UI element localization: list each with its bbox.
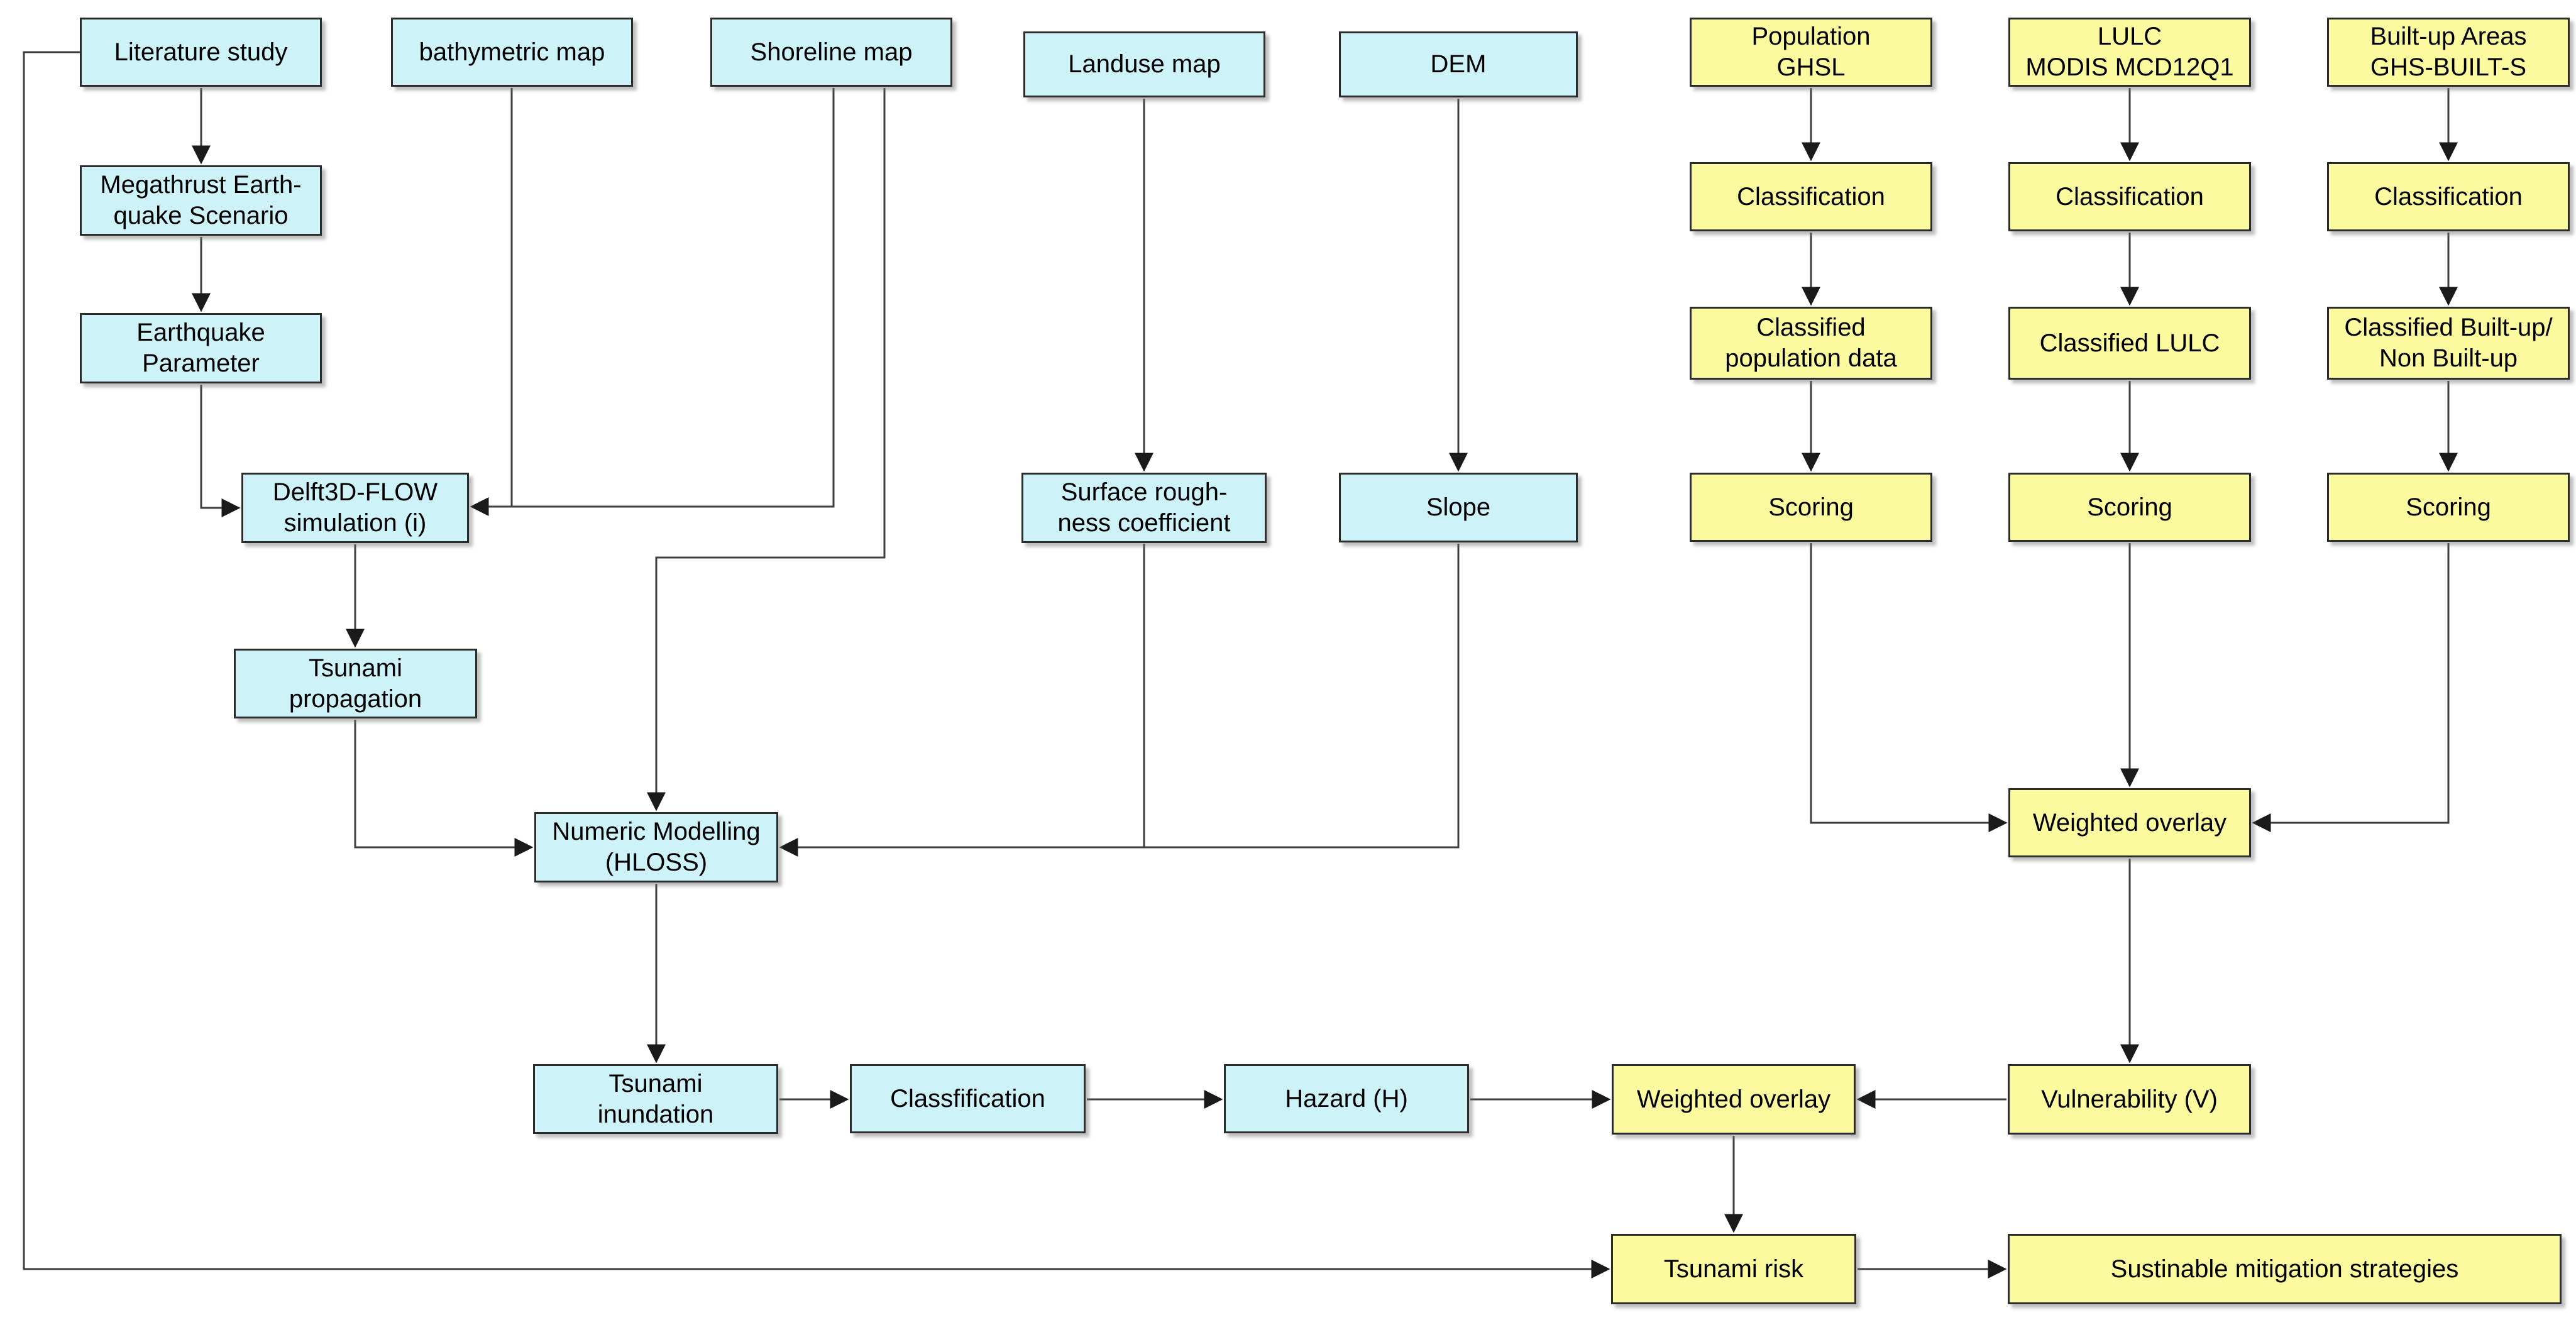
node-delft3d-flow: Delft3D-FLOW simulation (i) — [241, 473, 469, 543]
node-numeric-modelling: Numeric Modelling (HLOSS) — [534, 812, 778, 882]
node-earthquake-parameter: Earthquake Parameter — [80, 313, 322, 383]
node-scoring-builtup: Scoring — [2327, 473, 2570, 542]
node-surface-roughness: Surface rough- ness coefficient — [1021, 473, 1267, 543]
edge-shoreline-to-numeric-modelling — [647, 88, 886, 811]
node-literature-study: Literature study — [80, 18, 322, 87]
node-tsunami-inundation: Tsunami inundation — [533, 1064, 778, 1134]
node-classfification: Classfification — [850, 1064, 1086, 1133]
edge-scoring-pop-to-weighted-overlay — [1810, 543, 2008, 832]
node-classified-lulc: Classified LULC — [2008, 307, 2251, 380]
node-tsunami-risk: Tsunami risk — [1611, 1234, 1856, 1304]
node-lulc-modis: LULC MODIS MCD12Q1 — [2008, 18, 2251, 87]
node-dem: DEM — [1339, 31, 1578, 97]
node-weighted-overlay-lower: Weighted overlay — [1612, 1064, 1856, 1135]
edge-shoreline-to-delft3d — [470, 88, 835, 516]
node-vulnerability: Vulnerability (V) — [2008, 1064, 2251, 1135]
node-tsunami-propagation: Tsunami propagation — [234, 649, 477, 718]
edge-slope-to-numeric-modelling — [779, 544, 1460, 857]
node-population-ghsl: Population GHSL — [1690, 18, 1932, 87]
node-builtup-areas: Built-up Areas GHS-BUILT-S — [2327, 18, 2570, 87]
node-bathymetric-map: bathymetric map — [391, 18, 633, 87]
node-hazard: Hazard (H) — [1224, 1064, 1469, 1133]
edge-scoring-builtup-to-weighted-overlay — [2252, 543, 2450, 832]
node-classified-builtup: Classified Built-up/ Non Built-up — [2327, 307, 2570, 380]
node-shoreline-map: Shoreline map — [710, 18, 952, 87]
node-classification-lulc: Classification — [2008, 162, 2251, 231]
edge-literature-feedback-to-tsunami-risk — [23, 51, 1610, 1278]
node-landuse-map: Landuse map — [1023, 31, 1265, 97]
node-scoring-lulc: Scoring — [2008, 473, 2251, 542]
node-megathrust-scenario: Megathrust Earth- quake Scenario — [80, 165, 322, 236]
node-classification-builtup: Classification — [2327, 162, 2570, 231]
node-classification-pop: Classification — [1690, 162, 1932, 231]
node-classified-population: Classified population data — [1690, 307, 1932, 380]
node-scoring-pop: Scoring — [1690, 473, 1932, 542]
edge-earthquake-parameter-to-delft3d — [200, 385, 241, 517]
node-slope: Slope — [1339, 473, 1578, 542]
edge-tsunami-propagation-to-numeric-modelling — [354, 720, 534, 857]
node-sustainable-mitigation: Sustinable mitigation strategies — [2008, 1234, 2562, 1304]
node-weighted-overlay-upper: Weighted overlay — [2008, 788, 2251, 857]
